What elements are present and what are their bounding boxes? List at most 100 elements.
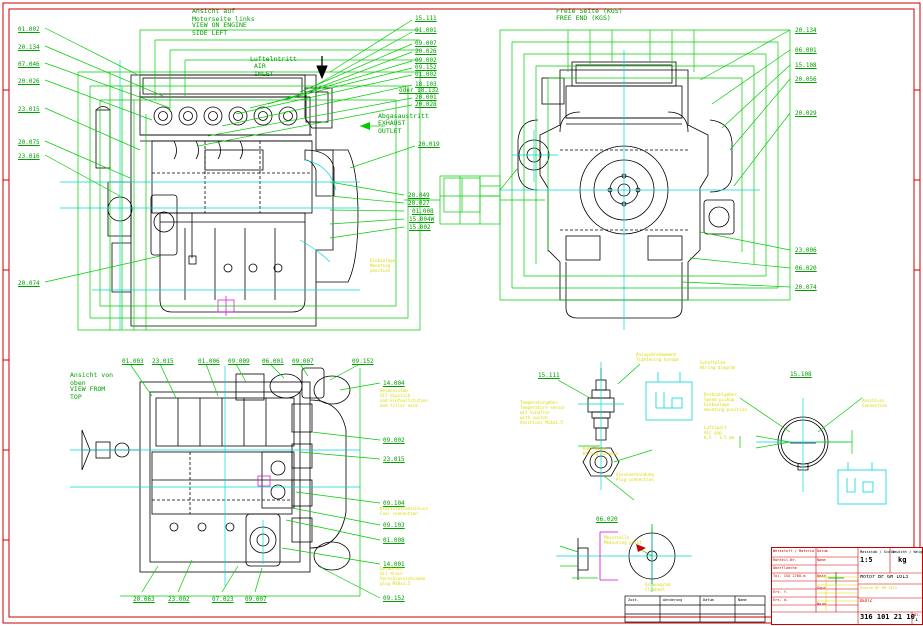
part-label-0: 20.049 — [408, 192, 430, 199]
annotation-note-4: Steckverbindung Plug connection — [616, 472, 654, 482]
part-label-5: 09.152 — [415, 64, 437, 71]
tb-drawing-title: Motor BF 6M 1013 — [860, 575, 909, 579]
wiring-diagram-sensor — [645, 372, 693, 421]
revision-table — [624, 595, 766, 623]
callout-air-inlet-de: Luftelntritt — [250, 55, 297, 63]
detail-flywheel-leaders — [559, 524, 653, 579]
tb-blank-no-label: Rohteil-Nr. — [773, 558, 797, 562]
top-view-leaders — [120, 363, 381, 599]
tb-weight-label: Gewicht / Weight — [892, 550, 923, 554]
top-view-centerlines — [70, 366, 360, 586]
part-label-9: 20.001 — [415, 94, 437, 101]
tb-sheet-label: Bl. — [914, 613, 921, 617]
tb-tolerance-label: Tol. ISO 2768-m — [773, 574, 806, 578]
part-label-2: 01.006 — [198, 358, 220, 365]
part-label-3: 09.007 — [245, 596, 267, 603]
tb-scale-label: Massstab / Scale — [860, 550, 895, 554]
part-label-3: 15.004W — [409, 216, 435, 223]
title-block-grid — [772, 548, 922, 624]
tb-company: DEUTZ — [860, 599, 873, 603]
part-label-3: 20.026 — [415, 48, 437, 55]
part-label-0: 01.002 — [18, 26, 40, 33]
free-end-leaders — [443, 29, 791, 301]
part-label-3: 09.009 — [228, 358, 250, 365]
part-label-2: 23.015 — [383, 456, 405, 463]
tb-bearb-label: Bearb. — [817, 574, 826, 578]
part-label-6: 09.152 — [352, 358, 374, 365]
detail-label-1: 15.108 — [790, 371, 812, 378]
tb-scale-value: 1:5 — [860, 556, 873, 564]
view-title-free-end-en: FREE END (KGS) — [556, 14, 611, 22]
rev-header-aenderung: Aenderung — [663, 598, 683, 602]
part-label-0: 14.004 — [383, 380, 405, 387]
part-label-4: 20.029 — [795, 110, 817, 117]
part-label-3: 20.026 — [18, 78, 40, 85]
part-label-4: 09.103 — [383, 522, 405, 529]
view-title-free-end-de: Freie Seite (KGS) — [556, 7, 623, 15]
part-label-4: 15.002 — [409, 224, 431, 231]
part-label-8: oder 18.132 — [399, 87, 439, 94]
tb-norm-label: Norm — [817, 602, 826, 606]
view-title-left-de: Ansicht auf Motorseite links — [192, 7, 255, 23]
tb-drawing-subtitle: Engine BF 6M 1013 — [860, 586, 897, 590]
annotation-note-0: Anzugsdrehmoment Tightening torque — [636, 352, 679, 362]
tb-material-label: Werkstoff / Material — [773, 549, 815, 553]
part-label-2: 15.108 — [795, 62, 817, 69]
view-title-top-en: VIEW FROM TOP — [70, 385, 106, 401]
detail-flywheel-magenta — [599, 531, 618, 581]
air-inlet-arrow — [316, 56, 328, 80]
part-label-7: 20.074 — [795, 284, 817, 291]
part-label-5: 09.007 — [292, 358, 314, 365]
top-view-magenta — [257, 475, 271, 487]
detail-sensor-centerline — [578, 362, 624, 490]
part-label-5: 23.006 — [795, 247, 817, 254]
free-end-centerlines — [500, 50, 760, 330]
part-label-2: 01.008 — [412, 208, 434, 215]
part-label-10: 20.028 — [415, 101, 437, 108]
part-label-2: 09.007 — [415, 40, 437, 47]
annotation-note-1: Schaltplan Wiring diagram — [700, 360, 736, 370]
tb-surface-label: Oberflaeche — [773, 566, 797, 570]
tb-ers-durch: Ers. d. — [773, 598, 789, 602]
part-label-0: 20.134 — [795, 27, 817, 34]
wiring-diagram-pickup — [837, 462, 887, 505]
part-label-1: 09.002 — [383, 437, 405, 444]
part-label-5: 01.008 — [383, 537, 405, 544]
tb-drawing-number: 316 101 21 10 — [860, 613, 915, 621]
title-block: Werkstoff / Material Rohteil-Nr. Oberfla… — [771, 547, 923, 625]
annotation-note-6: Luftspalt Air gap 0,5 - 1,5 mm — [704, 425, 735, 440]
part-label-11: 20.019 — [418, 141, 440, 148]
tb-sheet-value: 1 — [915, 618, 919, 622]
flywheel-rotation-arrow — [636, 544, 646, 552]
part-label-1: 20.027 — [408, 200, 430, 207]
tb-name-label: Name — [817, 558, 826, 562]
part-label-0: 15.111 — [415, 15, 437, 22]
part-label-3: 20.056 — [795, 76, 817, 83]
part-label-4: 09.002 — [415, 57, 437, 64]
part-label-2: 07.023 — [212, 596, 234, 603]
part-label-6: 23.016 — [18, 153, 40, 160]
part-label-4: 06.001 — [262, 358, 284, 365]
detail-label-0: 15.111 — [538, 372, 560, 379]
annotation-note-12: Oelablass Oil drain Verschlussschraube p… — [380, 566, 426, 586]
part-label-3: 09.104 — [383, 500, 405, 507]
part-label-1: 23.015 — [152, 358, 174, 365]
view-title-top-de: Ansicht von oben — [70, 371, 114, 387]
rev-header-zust: Zust. — [628, 598, 639, 602]
part-label-7: 09.152 — [383, 595, 405, 602]
part-label-0: 01.003 — [122, 358, 144, 365]
rev-header-name: Name — [738, 598, 747, 602]
part-label-6: 06.020 — [795, 265, 817, 272]
detail-pickup-leaders — [739, 397, 863, 454]
part-label-1: 20.134 — [18, 44, 40, 51]
part-label-6: 14.001 — [383, 561, 405, 568]
part-label-1: 23.002 — [168, 596, 190, 603]
rev-header-datum: Datum — [703, 598, 714, 602]
detail-sensor-leaders — [557, 363, 653, 501]
part-label-2: 07.046 — [18, 61, 40, 68]
annotation-note-8: Messstelle Measuring point — [604, 535, 642, 545]
detail-label-2: 06.020 — [596, 516, 618, 523]
